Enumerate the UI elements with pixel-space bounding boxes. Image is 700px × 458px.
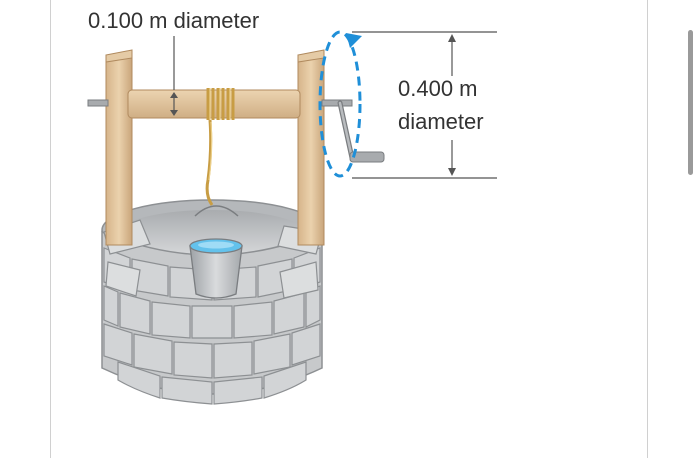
axle-diameter-label: 0.100 m diameter [88, 8, 260, 33]
right-page-border [647, 0, 648, 458]
scrollbar-thumb[interactable] [688, 30, 693, 175]
stone-well [101, 199, 323, 405]
bucket-icon [189, 205, 243, 299]
rope [205, 88, 235, 206]
rotation-arrow-icon [318, 30, 362, 178]
crank-handle-icon [337, 100, 385, 163]
axle-pin-left [87, 99, 109, 107]
rope-highlight [208, 88, 231, 181]
crank-diameter-word-label: diameter [398, 109, 484, 134]
left-page-border [50, 0, 51, 458]
axle-pin-right [321, 99, 353, 107]
crank-diameter-value-label: 0.400 m [398, 76, 478, 101]
axle-diameter-indicator [170, 36, 178, 116]
crank-diameter-indicator [352, 31, 497, 179]
